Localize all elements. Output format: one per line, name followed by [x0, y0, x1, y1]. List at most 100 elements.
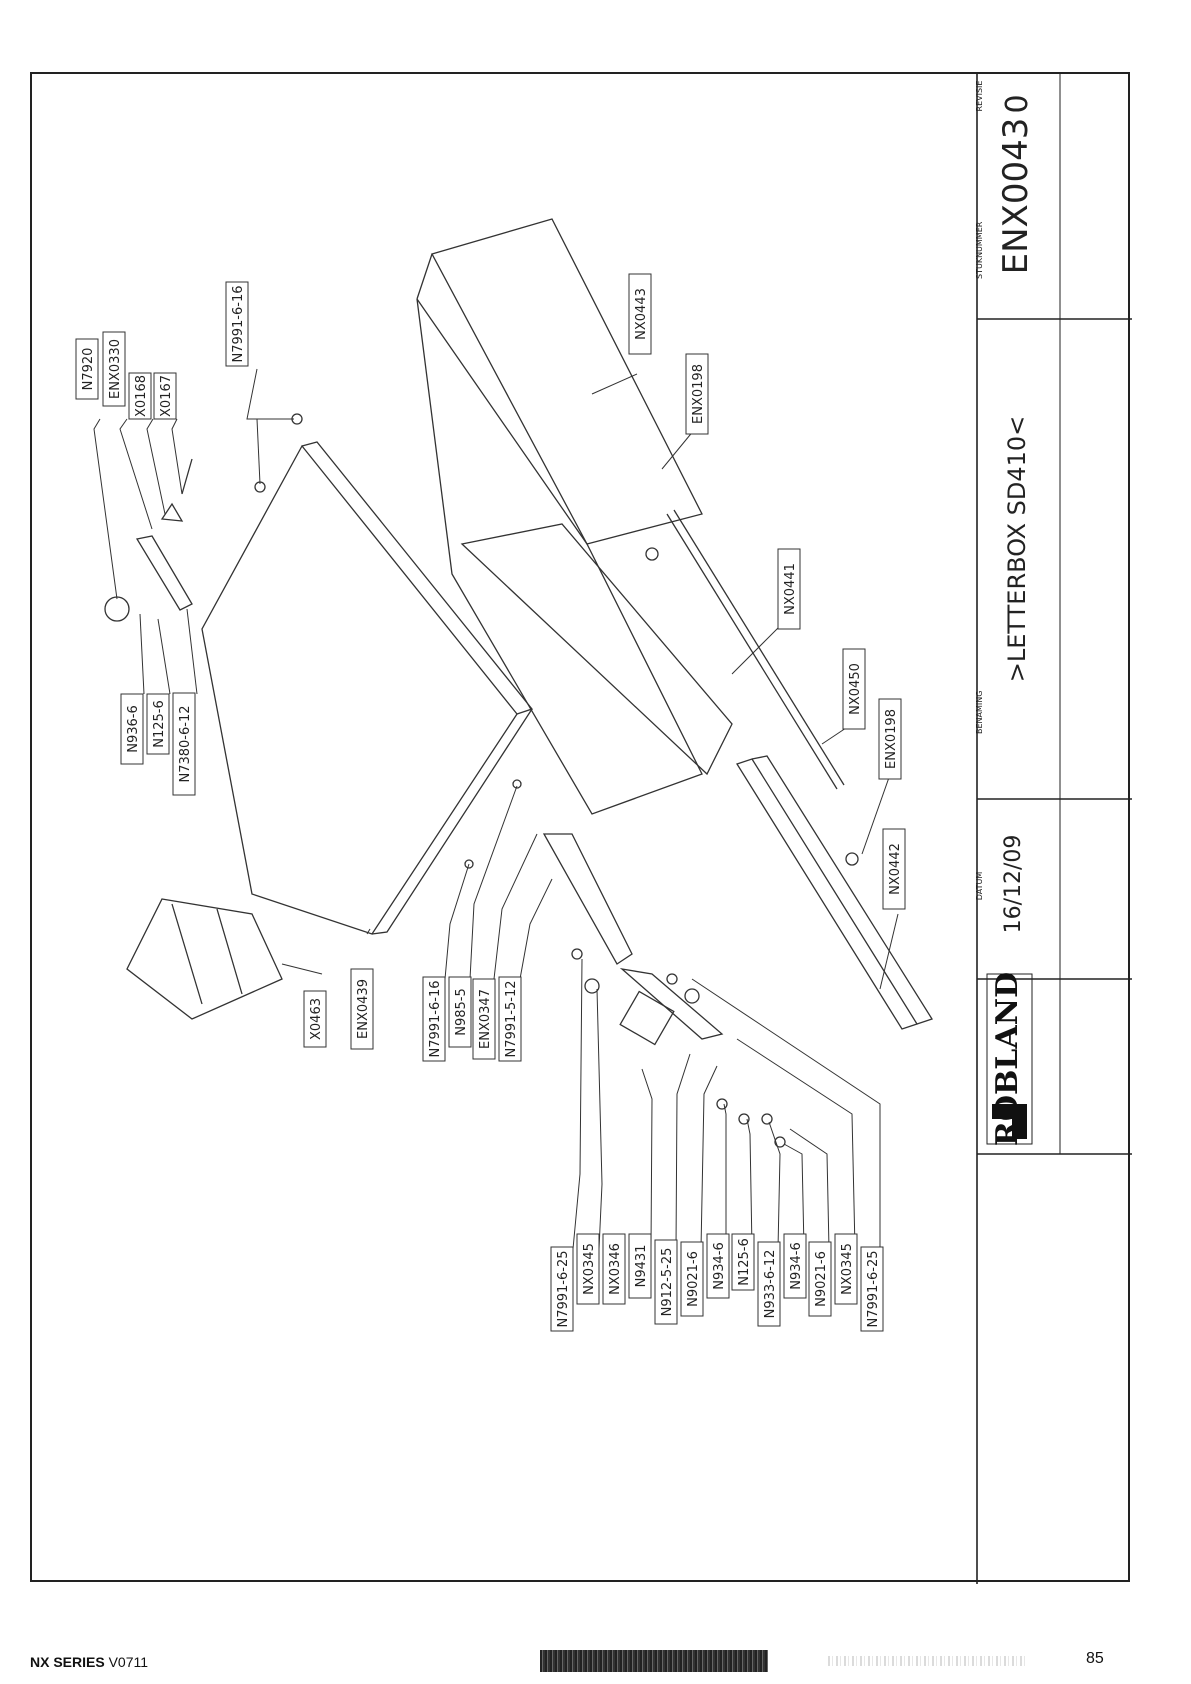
footer-series-name: NX SERIES [30, 1654, 105, 1670]
part-label: N934-6 [783, 1233, 807, 1299]
part-label-text: N7920 [81, 348, 96, 391]
part-label: N7380-6-12 [172, 692, 196, 796]
part-label-text: N7991-6-25 [866, 1250, 881, 1327]
part-label-box [350, 968, 374, 1050]
part-label-text: N7380-6-12 [178, 705, 193, 782]
part-label-box [842, 648, 866, 730]
part-label-text: NX0441 [783, 563, 798, 615]
part-label: ENX0198 [685, 353, 709, 435]
part-label-text: X0168 [134, 375, 149, 417]
part-label-box [472, 978, 496, 1060]
part-label-text: ENX0439 [356, 979, 371, 1039]
part-label-text: N125-6 [737, 1238, 752, 1286]
benaming-label: BENAMING [975, 691, 984, 734]
part-label-text: ENX0347 [478, 989, 493, 1049]
part-label: ENX0330 [102, 331, 126, 407]
part-label-box [628, 273, 652, 355]
part-label-text: ENX0198 [691, 364, 706, 424]
letterbox-body [201, 444, 518, 935]
part-label-text: X0167 [159, 375, 174, 417]
part-label: N985-5 [448, 976, 472, 1048]
part-label-text: N7991-6-16 [231, 285, 246, 362]
part-label: ENX0198 [878, 698, 902, 780]
part-label: N7991-6-25 [550, 1246, 574, 1332]
revisie-value: 0 [1000, 94, 1035, 113]
part-label-box [128, 372, 152, 420]
part-label: N9021-6 [680, 1241, 704, 1317]
leader-lines [93, 368, 899, 1250]
profile-nx0441 [460, 523, 733, 776]
part-label: X0463 [303, 990, 327, 1048]
part-label-text: N9021-6 [686, 1251, 701, 1307]
part-label: X0167 [153, 372, 177, 420]
part-label-box [706, 1233, 730, 1299]
part-label-box [834, 1233, 858, 1305]
part-label-text: N125-6 [152, 700, 167, 748]
part-label-box [680, 1241, 704, 1317]
part-label: N7991-6-25 [860, 1246, 884, 1332]
part-label-box [153, 372, 177, 420]
part-label: N9431 [628, 1233, 652, 1299]
part-label: N7991-6-16 [422, 976, 446, 1062]
part-label-text: NX0443 [634, 288, 649, 340]
part-label-box [808, 1241, 832, 1317]
robland-logo: ROBLAND [986, 972, 1033, 1146]
part-label: N934-6 [706, 1233, 730, 1299]
part-label: NX0345 [576, 1233, 600, 1305]
part-label-box [75, 338, 99, 400]
part-label: N7991-6-16 [225, 281, 249, 367]
part-label-box [102, 331, 126, 407]
part-label: N9021-6 [808, 1241, 832, 1317]
part-label-text: N934-6 [712, 1242, 727, 1290]
stuknummer-value: ENX0043 [996, 118, 1036, 275]
part-label-text: ENX0330 [108, 339, 123, 399]
part-label-box [448, 976, 472, 1048]
part-label: NX0441 [777, 548, 801, 630]
actuator-n9431 [619, 990, 675, 1046]
part-label-box [172, 692, 196, 796]
part-label-text: N912-5-25 [660, 1248, 675, 1317]
part-geometry [104, 218, 933, 1148]
part-label: ENX0347 [472, 978, 496, 1060]
part-label-box [120, 693, 144, 765]
part-label-box [654, 1239, 678, 1325]
part-label-text: N9021-6 [814, 1251, 829, 1307]
funnel-x0463 [126, 898, 283, 1020]
rod-nx0450 [666, 513, 838, 790]
part-label-text: N936-6 [126, 705, 141, 753]
part-label-text: ENX0198 [884, 709, 899, 769]
drawing-frame: ROBLAND DATUM 16/12/09 BENAMING >LETTERB… [30, 72, 1132, 1584]
datum-value: 16/12/09 [1001, 835, 1026, 934]
part-label-box [882, 828, 906, 910]
part-label: N933-6-12 [757, 1241, 781, 1327]
part-label-box [498, 976, 522, 1062]
part-label: NX0450 [842, 648, 866, 730]
footer-series: NX SERIES V0711 [30, 1654, 148, 1670]
exploded-parts-diagram: ROBLAND DATUM 16/12/09 BENAMING >LETTERB… [75, 74, 1132, 1584]
part-label: N7991-5-12 [498, 976, 522, 1062]
part-label-text: NX0345 [840, 1243, 855, 1295]
footer-scan-noise [828, 1656, 1028, 1666]
part-label: X0168 [128, 372, 152, 420]
part-label-box [550, 1246, 574, 1332]
datum-label: DATUM [975, 872, 984, 901]
part-label-box [225, 281, 249, 367]
part-label: NX0345 [834, 1233, 858, 1305]
part-label-text: X0463 [309, 998, 324, 1040]
revisie-label: REVISIE [975, 81, 984, 112]
title-block [976, 74, 1132, 1584]
part-label-text: N7991-6-25 [556, 1250, 571, 1327]
lever-arm [542, 833, 633, 965]
part-label-box [422, 976, 446, 1062]
part-label-text: NX0345 [582, 1243, 597, 1295]
part-label-text: N985-5 [454, 988, 469, 1036]
rail-nx0443 [431, 218, 703, 545]
part-label-text: NX0450 [848, 663, 863, 715]
part-label-text: N7991-5-12 [504, 980, 519, 1057]
part-label-box [878, 698, 902, 780]
part-label-text: N934-6 [789, 1242, 804, 1290]
part-label-box [860, 1246, 884, 1332]
part-label: N125-6 [146, 693, 170, 755]
stuknummer-label: STUKNUMMER [975, 221, 984, 279]
